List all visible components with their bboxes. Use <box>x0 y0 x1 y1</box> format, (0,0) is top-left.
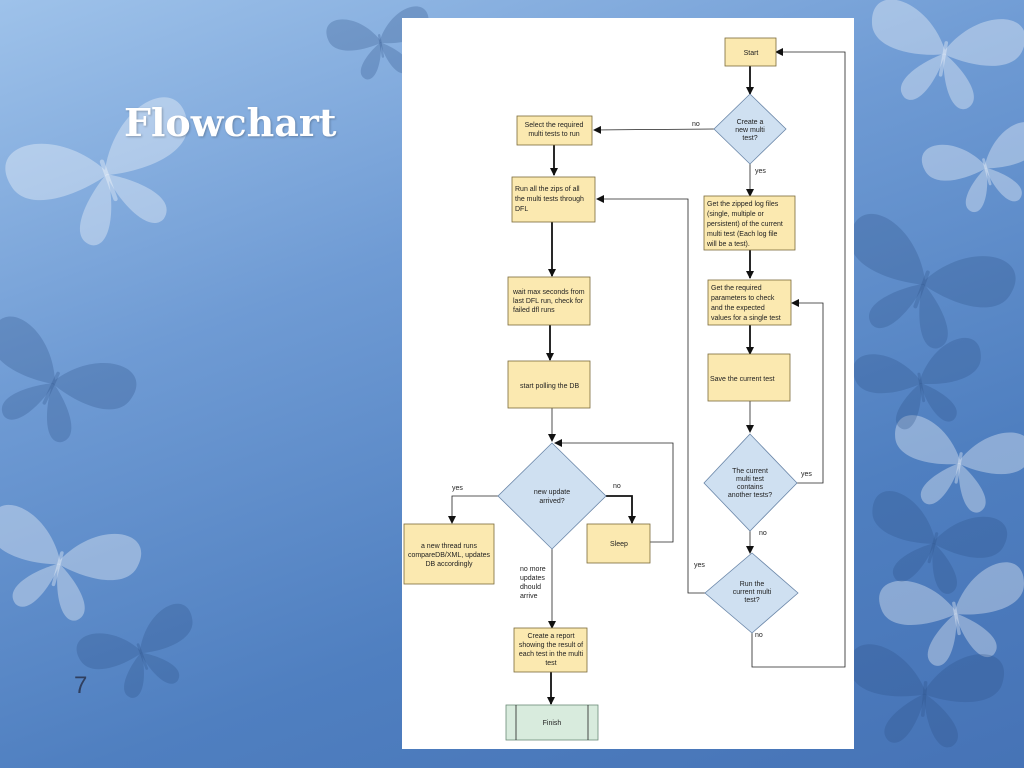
label-no-update: no <box>613 483 621 490</box>
svg-text:The current: The current <box>732 468 768 475</box>
text-create-multi: Create a new multi test? <box>735 119 765 142</box>
node-start <box>724 37 777 67</box>
text-get-logs: Get the zipped log files (single, multip… <box>706 201 783 248</box>
svg-text:Run all the zips of all: Run all the zips of all <box>515 186 580 193</box>
svg-text:showing the result of: showing the result of <box>519 642 583 649</box>
text-save-test: Save the current test <box>710 376 775 383</box>
node-new-update <box>497 442 607 550</box>
text-thread-runs: a new thread runs compareDB/XML, updates… <box>408 543 491 568</box>
text-finish: Finish <box>543 720 562 727</box>
edge-create-select <box>593 125 715 134</box>
node-get-params <box>707 279 792 326</box>
svg-text:DB accordingly: DB accordingly <box>425 561 473 568</box>
svg-text:current multi: current multi <box>733 589 772 596</box>
node-run-current <box>704 552 799 634</box>
node-select-tests <box>516 115 593 146</box>
edge-update-thread <box>448 495 498 524</box>
slide-title: Flowchart <box>124 100 337 145</box>
svg-text:arrive: arrive <box>520 593 538 600</box>
svg-text:no more: no more <box>520 566 546 573</box>
svg-text:Create a report: Create a report <box>527 633 574 640</box>
svg-text:start polling the DB: start polling the DB <box>520 383 579 390</box>
svg-text:Select the required: Select the required <box>525 122 584 129</box>
svg-text:(single, multiple or: (single, multiple or <box>707 211 764 218</box>
svg-text:test?: test? <box>742 135 757 142</box>
svg-text:Get the zipped log files: Get the zipped log files <box>707 201 779 208</box>
svg-text:a new thread runs: a new thread runs <box>421 543 478 550</box>
svg-text:wait max seconds from: wait max seconds from <box>512 289 585 296</box>
svg-text:another tests?: another tests? <box>728 492 772 499</box>
text-run-current: Run the current multi test? <box>733 581 772 604</box>
svg-text:failed dfl runs: failed dfl runs <box>513 307 555 314</box>
svg-text:test?: test? <box>744 597 759 604</box>
svg-text:DFL: DFL <box>515 206 528 213</box>
edge-sleep-update <box>554 439 674 543</box>
svg-text:compareDB/XML, updates: compareDB/XML, updates <box>408 552 491 559</box>
node-sleep <box>586 523 651 564</box>
node-get-logs <box>703 195 796 251</box>
text-no-more: no more updates dhould arrive <box>520 566 546 600</box>
svg-text:multi tests to run: multi tests to run <box>528 131 579 138</box>
text-run-zips: Run all the zips of all the multi tests … <box>515 186 584 213</box>
text-contains-more: The current multi test contains another … <box>728 468 772 499</box>
svg-text:dhould: dhould <box>520 584 541 591</box>
flowchart-panel: Start Create a new multi test? Select th… <box>402 18 854 749</box>
edge-runcurrent-run <box>596 195 705 594</box>
flowchart: Start Create a new multi test? Select th… <box>403 37 846 741</box>
edge-update-sleep <box>606 495 636 524</box>
svg-text:the multi tests through: the multi tests through <box>515 196 584 203</box>
svg-text:each test in the multi: each test in the multi <box>519 651 584 658</box>
text-new-update: new update arrived? <box>534 489 570 505</box>
label-no-run: no <box>755 632 763 639</box>
text-polling: start polling the DB <box>520 383 579 390</box>
label-no-create: no <box>692 121 700 128</box>
node-finish <box>505 704 599 741</box>
label-yes-contains: yes <box>801 471 812 478</box>
text-sleep: Sleep <box>610 541 628 548</box>
svg-text:values for a single test: values for a single test <box>711 315 781 322</box>
node-report <box>513 627 588 673</box>
svg-text:last DFL run, check for: last DFL run, check for <box>513 298 584 305</box>
node-contains-more <box>703 433 798 532</box>
node-wait <box>507 276 591 326</box>
svg-text:parameters to check: parameters to check <box>711 295 775 302</box>
node-thread-runs <box>403 523 495 585</box>
label-yes-run: yes <box>694 562 705 569</box>
slide-number: 7 <box>74 672 88 699</box>
svg-text:new update: new update <box>534 489 570 496</box>
svg-text:persistent) of the current: persistent) of the current <box>707 221 783 228</box>
svg-text:contains: contains <box>737 484 764 491</box>
label-yes-create: yes <box>755 168 766 175</box>
edge-runcurrent-start <box>751 48 846 668</box>
svg-text:Save the current test: Save the current test <box>710 376 775 383</box>
svg-text:Sleep: Sleep <box>610 541 628 548</box>
svg-text:and the expected: and the expected <box>711 305 765 312</box>
node-run-zips <box>511 176 596 223</box>
svg-text:arrived?: arrived? <box>539 498 564 505</box>
svg-text:multi test (Each log file: multi test (Each log file <box>707 231 778 238</box>
label-yes-update: yes <box>452 485 463 492</box>
node-polling <box>507 360 591 409</box>
svg-text:Get the required: Get the required <box>711 285 762 292</box>
node-save-test <box>707 353 791 402</box>
svg-text:will be a test).: will be a test). <box>706 241 750 248</box>
svg-text:Finish: Finish <box>543 720 562 727</box>
svg-text:Start: Start <box>744 50 759 57</box>
label-no-contains: no <box>759 530 767 537</box>
svg-text:updates: updates <box>520 575 545 582</box>
svg-text:multi test: multi test <box>736 476 764 483</box>
text-start: Start <box>744 50 759 57</box>
node-create-multi <box>713 93 787 165</box>
text-report: Create a report showing the result of ea… <box>519 633 584 667</box>
svg-text:Run the: Run the <box>740 581 765 588</box>
svg-text:Create a: Create a <box>737 119 764 126</box>
svg-text:test: test <box>545 660 556 667</box>
svg-text:new multi: new multi <box>735 127 765 134</box>
edge-contains-params <box>791 299 824 484</box>
text-select-tests: Select the required multi tests to run <box>525 122 584 138</box>
text-get-params: Get the required parameters to check and… <box>711 285 781 322</box>
text-wait: wait max seconds from last DFL run, chec… <box>512 289 585 314</box>
